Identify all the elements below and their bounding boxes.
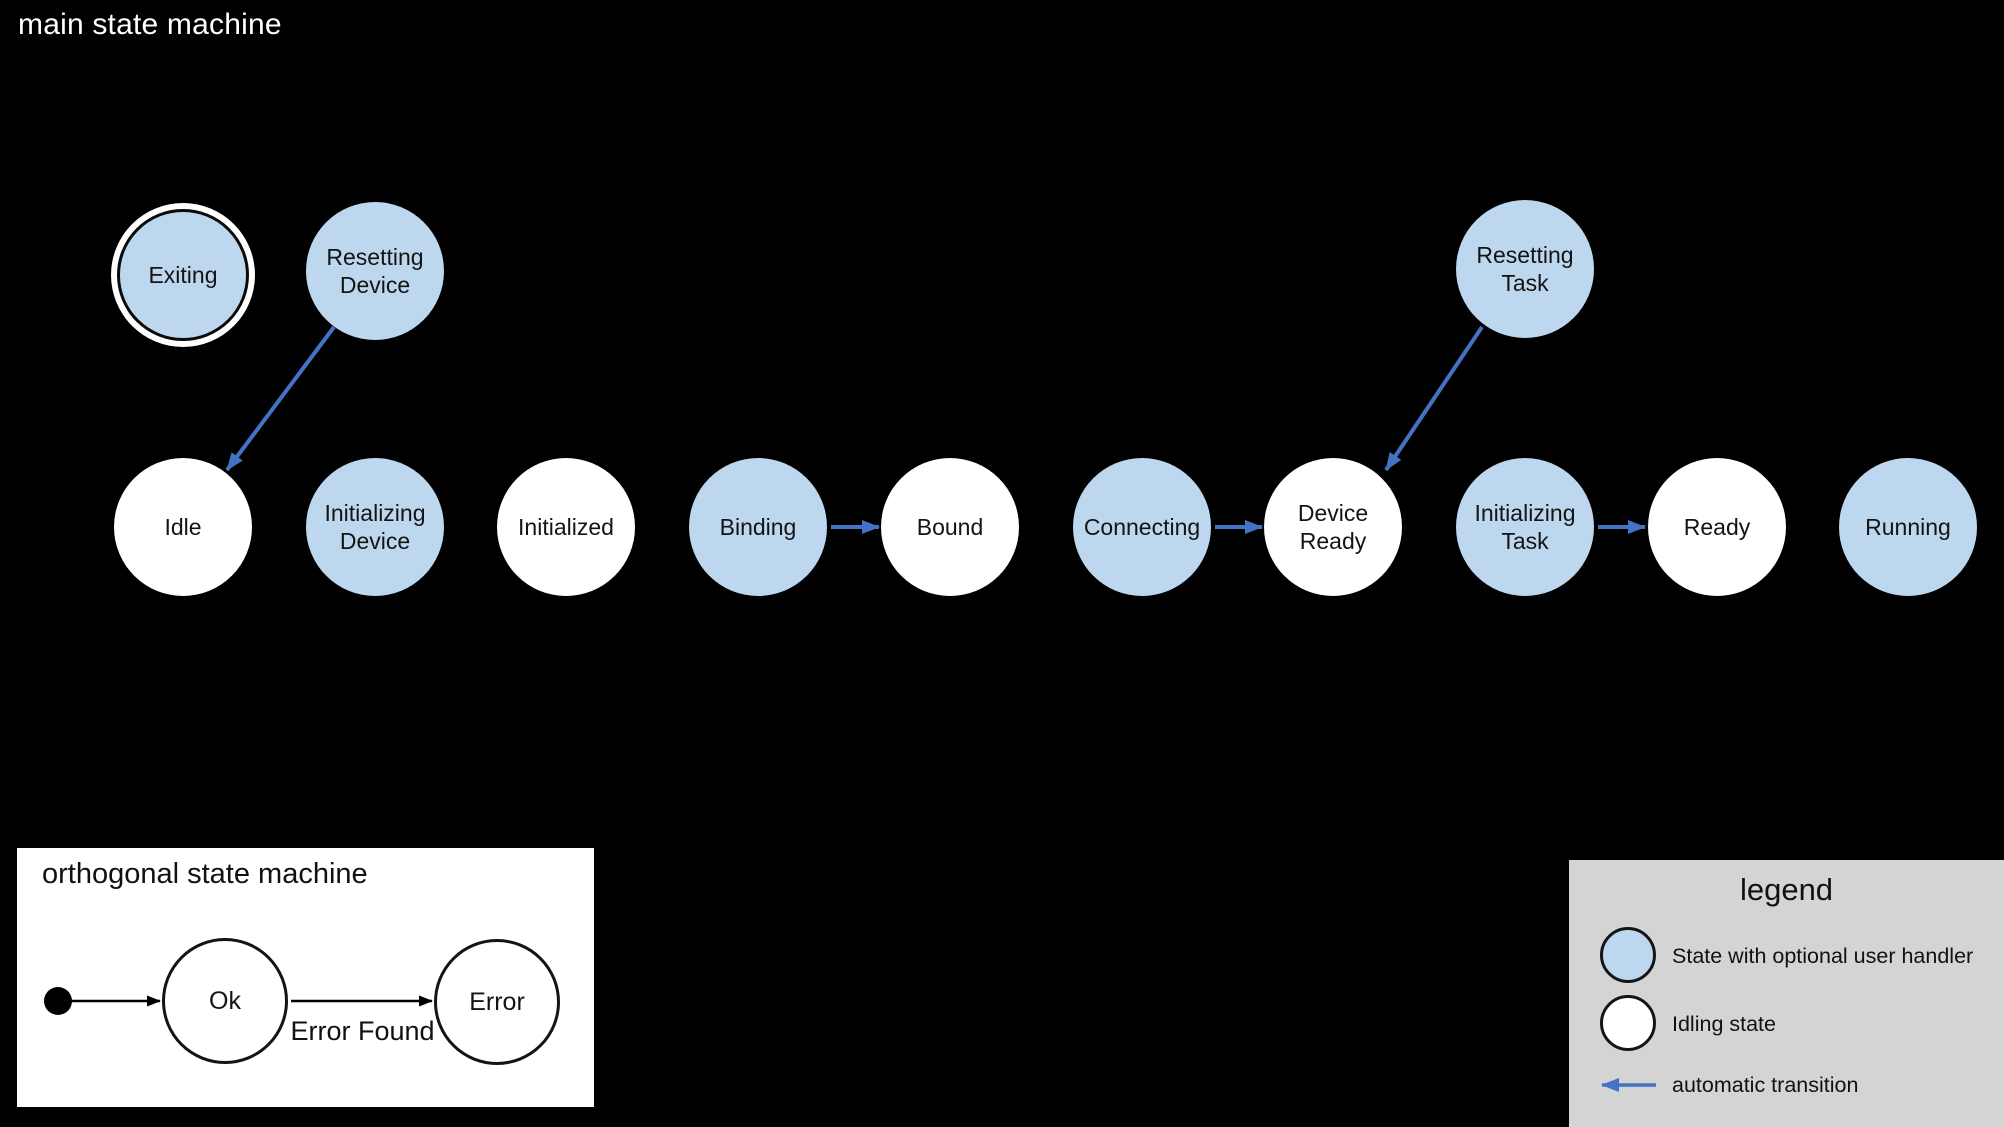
state-running: Running bbox=[1839, 458, 1977, 596]
transition-label-error-found: Error Found bbox=[290, 1016, 435, 1046]
orthogonal-title: orthogonal state machine bbox=[42, 858, 368, 890]
legend-user-handler-label: State with optional user handler bbox=[1672, 944, 1974, 968]
legend-idling-state-icon bbox=[1600, 995, 1656, 1051]
state-idle: Idle bbox=[114, 458, 252, 596]
state-connecting: Connecting bbox=[1073, 458, 1211, 596]
state-ok: Ok bbox=[162, 938, 288, 1064]
state-bound: Bound bbox=[881, 458, 1019, 596]
legend-auto-transition-label: automatic transition bbox=[1672, 1073, 1859, 1097]
initial-state-dot bbox=[44, 987, 72, 1015]
legend-title: legend bbox=[1739, 872, 1834, 907]
transition-arrow-resetting-device-to-idle bbox=[225, 325, 336, 472]
state-initializing-task: Initializing Task bbox=[1456, 458, 1594, 596]
state-resetting-task: Resetting Task bbox=[1456, 200, 1594, 338]
state-device-ready: Device Ready bbox=[1264, 458, 1402, 596]
state-initialized: Initialized bbox=[497, 458, 635, 596]
legend-idling-label: Idling state bbox=[1672, 1012, 1776, 1036]
state-error: Error bbox=[434, 939, 560, 1065]
transition-arrow-resetting-task-to-device-ready bbox=[1384, 325, 1484, 472]
state-initializing-device: Initializing Device bbox=[306, 458, 444, 596]
state-binding: Binding bbox=[689, 458, 827, 596]
main-title: main state machine bbox=[18, 8, 282, 41]
legend-user-handler-state-icon bbox=[1600, 927, 1656, 983]
legend-box bbox=[1569, 860, 2004, 1127]
state-exiting: Exiting bbox=[117, 209, 249, 341]
state-ready: Ready bbox=[1648, 458, 1786, 596]
state-resetting-device: Resetting Device bbox=[306, 202, 444, 340]
